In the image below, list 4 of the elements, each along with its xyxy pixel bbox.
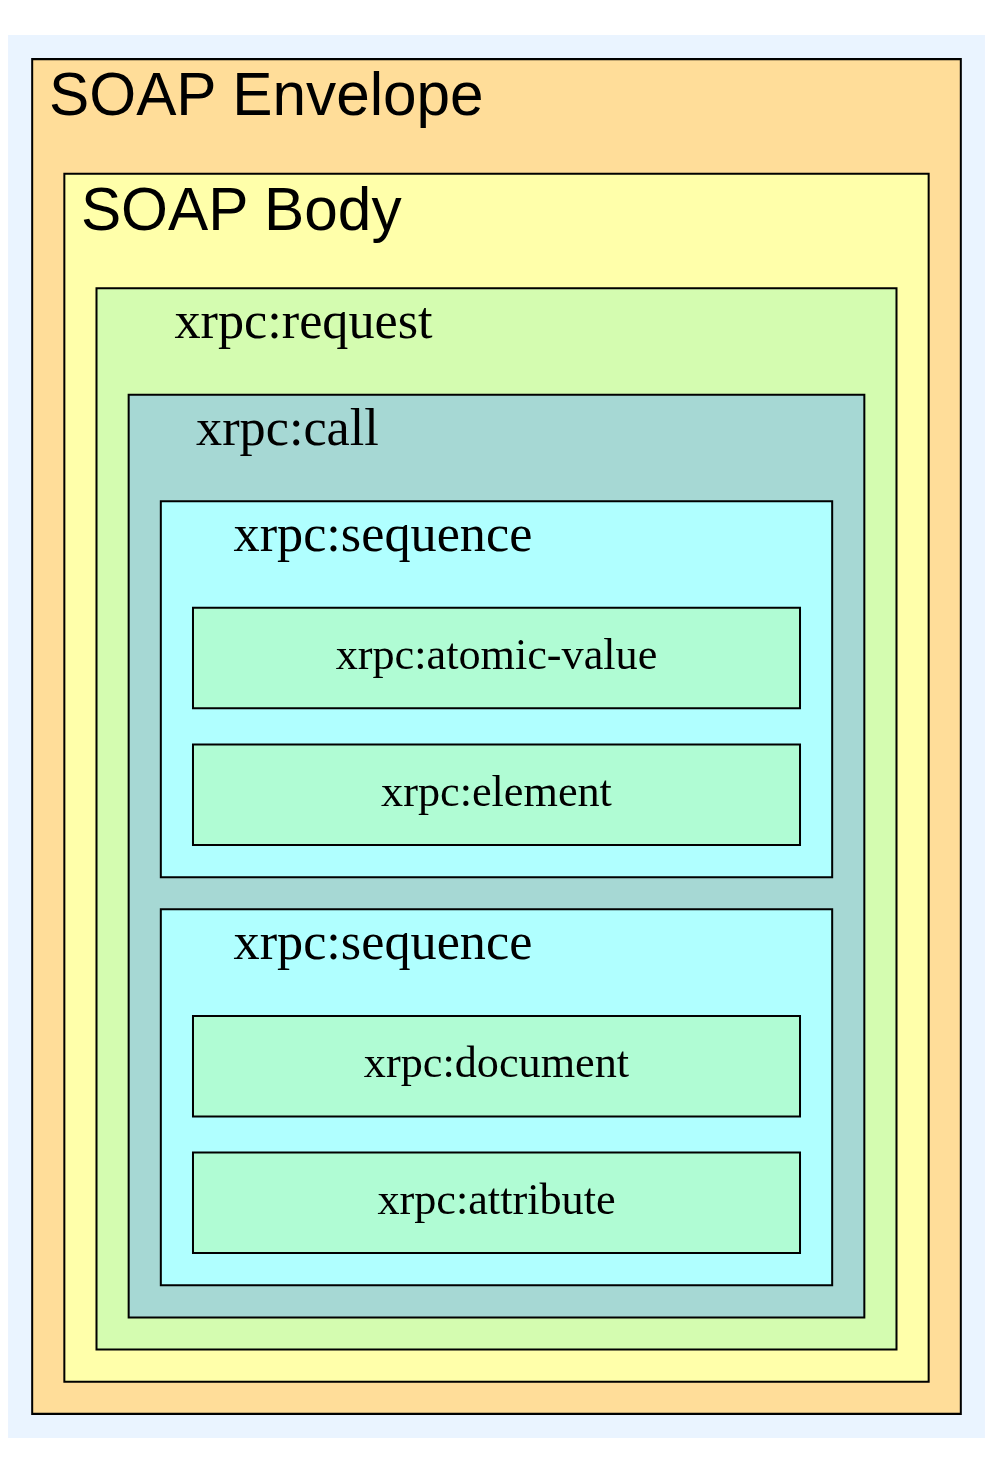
node-box: xrpc:atomic-value <box>192 606 801 709</box>
node-box: xrpc:attribute <box>192 1151 801 1254</box>
node-box: xrpc:document <box>192 1014 801 1117</box>
node-box: xrpc:element <box>192 743 801 846</box>
